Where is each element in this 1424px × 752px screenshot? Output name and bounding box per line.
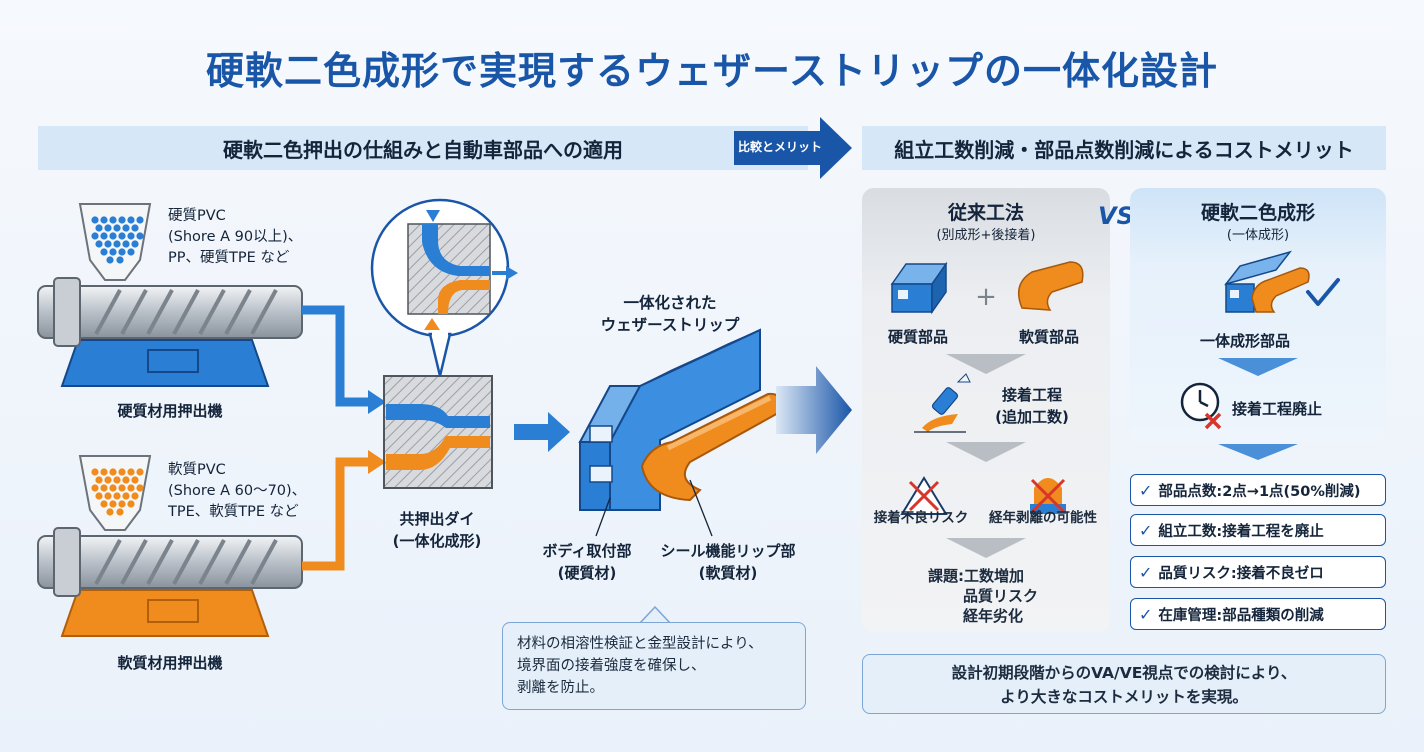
check-icon: ✓ xyxy=(1139,520,1153,540)
clock-icon xyxy=(1180,382,1222,430)
hard-material-spec: 硬質PVC (Shore A 90以上)、 PP、硬質TPE など xyxy=(168,206,302,269)
seal-lip-label: シール機能リップ部 (軟質材) xyxy=(648,540,808,584)
delamination-warning-icon xyxy=(1030,478,1066,514)
note-line: 材料の相溶性検証と金型設計により、 xyxy=(517,636,763,652)
die-detail-magnifier xyxy=(370,198,518,377)
two-shot-method-panel xyxy=(1130,188,1386,442)
benefit-row: ✓ 在庫管理:部品種類の削減 xyxy=(1130,598,1386,630)
body-mount-line: (硬質材) xyxy=(557,564,617,582)
seal-lip-line: シール機能リップ部 xyxy=(660,542,796,560)
die-label-line: (一体化成形) xyxy=(392,532,482,550)
integrated-part-label: 一体成形部品 xyxy=(1199,332,1290,350)
summary-line: 設計初期段階からのVA/VE視点での検討により、 xyxy=(951,664,1297,682)
glue-bottle-icon xyxy=(914,373,971,433)
die-label-line: 共押出ダイ xyxy=(399,510,475,528)
compare-arrow-label: 比較とメリット xyxy=(738,140,823,154)
weatherstrip-product xyxy=(578,328,782,537)
hard-part-icon xyxy=(890,261,948,315)
issue-line: 経年劣化 xyxy=(963,607,1024,625)
conventional-subtitle: (別成形+後接着) xyxy=(936,228,1036,243)
check-icon: ✓ xyxy=(1139,480,1153,500)
soft-material-line: TPE、軟質TPE など xyxy=(168,504,299,520)
product-label-line: 一体化された xyxy=(623,294,717,312)
va-ve-summary-note: 設計初期段階からのVA/VE視点での検討により、 より大きなコストメリットを実現… xyxy=(862,654,1386,714)
conventional-flow-graphic xyxy=(890,261,1084,558)
benefit-text: 組立工数:接着工程を廃止 xyxy=(1158,523,1324,540)
hard-material-line: (Shore A 90以上)、 xyxy=(168,229,303,245)
benefit-row: ✓ 組立工数:接着工程を廃止 xyxy=(1130,514,1386,546)
check-icon: ✓ xyxy=(1139,562,1153,582)
benefit-row: ✓ 品質リスク:接着不良ゼロ xyxy=(1130,556,1386,588)
conventional-issues: 課題:工数増加 品質リスク 経年劣化 xyxy=(928,566,1038,626)
product-label: 一体化された ウェザーストリップ xyxy=(570,292,770,336)
issue-line: 品質リスク xyxy=(963,587,1039,605)
benefit-text: 品質リスク:接着不良ゼロ xyxy=(1158,565,1324,582)
page-title: 硬軟二色成形で実現するウェザーストリップの一体化設計 xyxy=(205,49,1219,93)
hard-part-label: 硬質部品 xyxy=(887,328,948,346)
body-mount-label: ボディ取付部 (硬質材) xyxy=(512,540,662,584)
note-line: 境界面の接着強度を確保し、 xyxy=(517,658,706,674)
product-label-line: ウェザーストリップ xyxy=(600,316,740,334)
benefit-row: ✓ 部品点数:2点→1点(50%削減) xyxy=(1130,474,1386,506)
issue-line: 課題:工数増加 xyxy=(928,567,1024,585)
checkmark-icon xyxy=(1306,278,1340,306)
check-icon: ✓ xyxy=(1139,604,1153,624)
two-shot-title: 硬軟二色成形 xyxy=(1200,202,1315,224)
die-label: 共押出ダイ (一体化成形) xyxy=(362,508,512,552)
plus-text: + xyxy=(975,282,997,312)
hard-material-line: PP、硬質TPE など xyxy=(168,250,290,266)
material-compatibility-note: 材料の相溶性検証と金型設計により、 境界面の接着強度を確保し、 剥離を防止。 xyxy=(502,622,806,710)
bonding-line: 接着工程 xyxy=(1001,386,1062,404)
conventional-title: 従来工法 xyxy=(947,202,1024,224)
compare-arrow xyxy=(734,117,852,179)
bonding-line: (追加工数) xyxy=(995,408,1069,426)
soft-part-icon xyxy=(1017,261,1084,311)
bonding-process-label: 接着工程 (追加工数) xyxy=(972,384,1092,428)
bond-failure-risk-label: 接着不良リスク xyxy=(873,510,969,526)
soft-material-line: (Shore A 60〜70)、 xyxy=(168,483,307,499)
bonding-eliminated-label: 接着工程廃止 xyxy=(1232,400,1323,418)
integrated-part-icon xyxy=(1224,250,1310,313)
bond-failure-warning-icon xyxy=(900,476,948,515)
benefit-text: 在庫管理:部品種類の削減 xyxy=(1158,607,1324,624)
summary-line: より大きなコストメリットを実現。 xyxy=(1000,688,1248,706)
two-shot-flow-graphic xyxy=(1180,250,1340,460)
hard-extruder-label: 硬質材用押出機 xyxy=(117,402,223,420)
delamination-risk-label: 経年剥離の可能性 xyxy=(989,510,1097,526)
hard-material-extruder xyxy=(37,203,303,387)
coextrusion-diagram xyxy=(37,198,852,637)
vs-label: VS xyxy=(1098,202,1134,230)
benefit-text: 部品点数:2点→1点(50%削減) xyxy=(1158,483,1361,500)
body-mount-line: ボディ取付部 xyxy=(542,542,632,560)
two-shot-subtitle: (一体成形) xyxy=(1226,228,1290,243)
right-section-header: 組立工数削減・部品点数削減によるコストメリット xyxy=(862,126,1386,170)
seal-lip-line: (軟質材) xyxy=(698,564,758,582)
soft-material-extruder xyxy=(37,455,303,637)
hard-material-line: 硬質PVC xyxy=(168,208,226,224)
left-section-header: 硬軟二色押出の仕組みと自動車部品への適用 xyxy=(38,126,808,170)
soft-material-line: 軟質PVC xyxy=(168,462,226,478)
soft-material-spec: 軟質PVC (Shore A 60〜70)、 TPE、軟質TPE など xyxy=(168,460,306,523)
note-line: 剥離を防止。 xyxy=(517,680,604,696)
soft-part-label: 軟質部品 xyxy=(1018,328,1079,346)
soft-extruder-label: 軟質材用押出機 xyxy=(117,654,223,672)
coextrusion-die xyxy=(383,375,493,489)
